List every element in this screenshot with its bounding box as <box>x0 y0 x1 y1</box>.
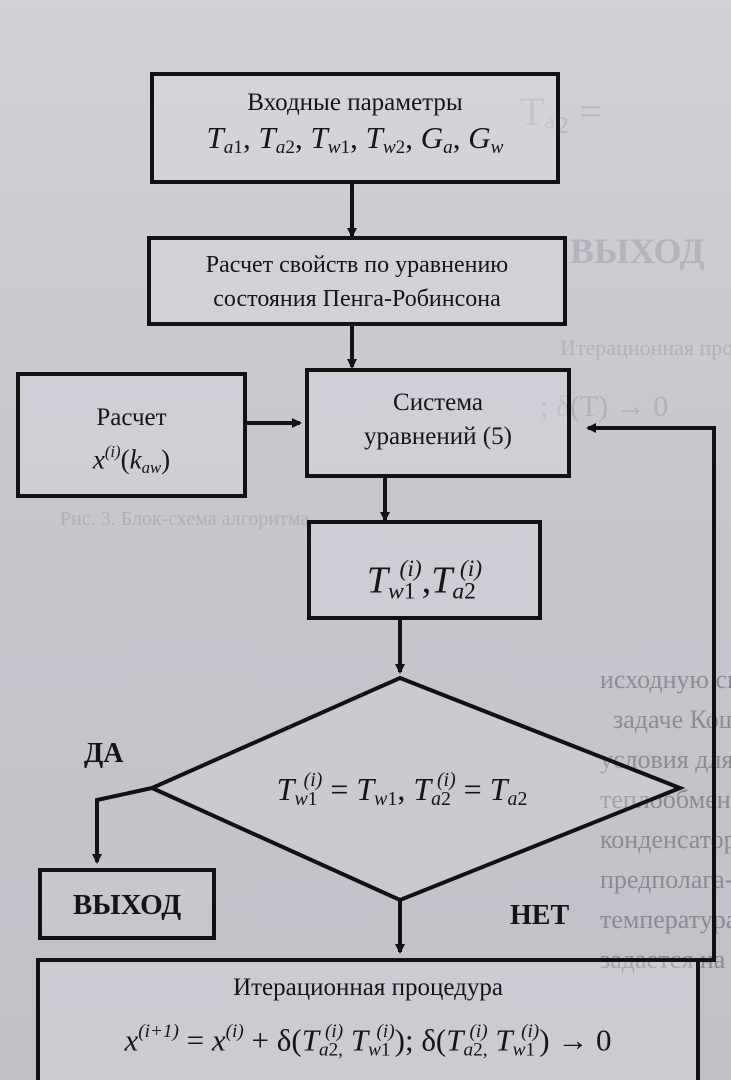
yes-label: ДА <box>84 738 124 769</box>
properties-line-2: состояния Пенга-Робинсона <box>213 286 501 312</box>
arrow-yes-to-exit <box>92 786 153 864</box>
system-of-equations-box: Система уравнений (5) <box>305 368 571 478</box>
input-params-formula: Ta1, Ta2, Tw1, Tw2, Ga, Gw <box>206 120 504 158</box>
exit-box: ВЫХОД <box>38 868 216 940</box>
exit-label: ВЫХОД <box>72 889 182 921</box>
temperature-values-box: Tw1(i),Ta2(i) <box>307 520 542 620</box>
temperature-values-formula: Tw1(i),Ta2(i) <box>366 556 483 605</box>
arrow-feedback-loop <box>586 423 716 962</box>
calc-box-line-1: Расчет <box>96 404 167 431</box>
iteration-formula: x(i+1) = x(i) + δ(Ta2,(i) Tw1(i)); δ(Ta2… <box>124 1021 612 1061</box>
system-line-1: Система <box>393 389 483 416</box>
properties-line-1: Расчет свойств по уравнению <box>205 252 509 278</box>
calc-x-box: Расчет x(i)(kaw) <box>16 372 247 498</box>
iteration-title: Итерационная процедура <box>233 974 503 1001</box>
calc-box-formula: x(i)(kaw) <box>92 442 171 477</box>
input-box-title: Входные параметры <box>247 89 463 116</box>
iteration-procedure-box: Итерационная процедура x(i+1) = x(i) + δ… <box>36 958 700 1080</box>
no-label: НЕТ <box>510 900 570 931</box>
system-line-2: уравнений (5) <box>364 423 512 450</box>
decision-condition: Tw1(i) = Tw1, Ta2(i) = Ta2 <box>276 769 528 810</box>
properties-calculation-box: Расчет свойств по уравнению состояния Пе… <box>147 236 567 326</box>
input-parameters-box: Входные параметры Ta1, Ta2, Tw1, Tw2, Ga… <box>150 72 560 184</box>
